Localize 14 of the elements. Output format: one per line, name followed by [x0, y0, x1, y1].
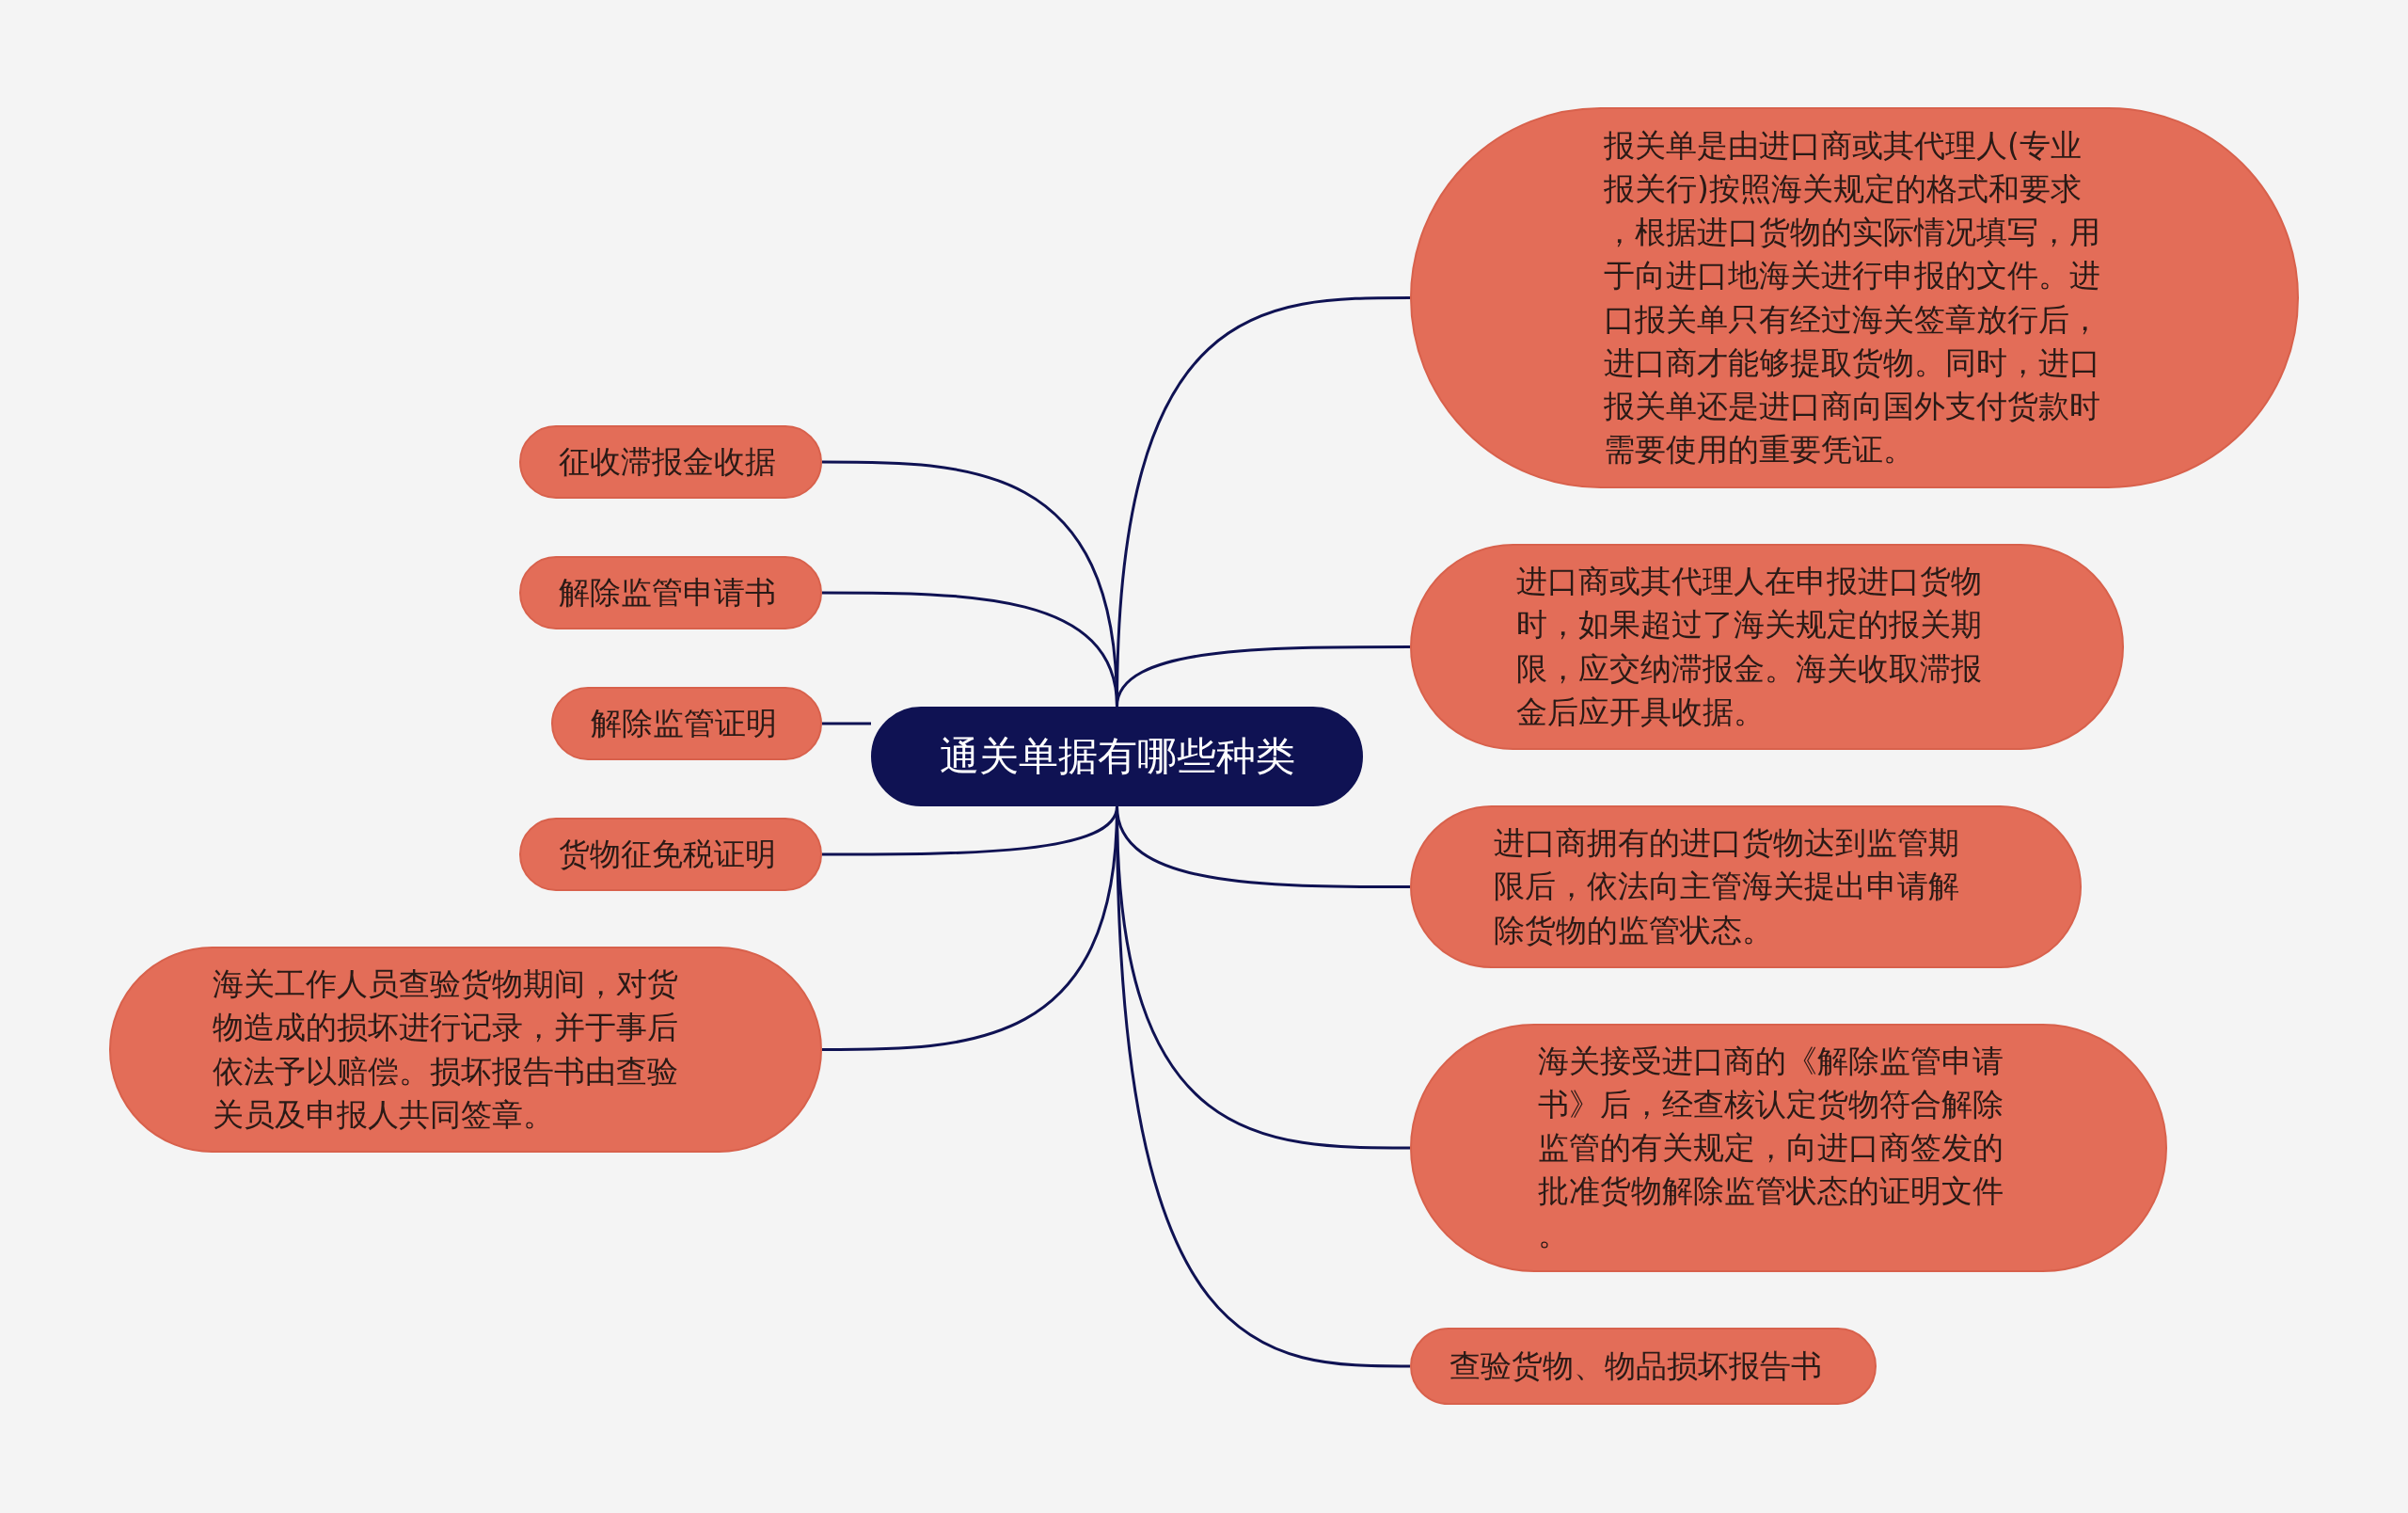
topic-title: 通关单据有哪些种类	[939, 731, 1295, 781]
node-text: 进口商拥有的进口货物达到监管期限后，依法向主管海关提出申请解除货物的监管状态。	[1494, 823, 1960, 950]
node-text: 进口商或其代理人在申报进口货物时，如果超过了海关规定的报关期限，应交纳滞报金。海关收取滞报金后应开具收据。	[1516, 562, 1983, 732]
node-text: 海关接受进口商的《解除监管申请书》后，经查核认定货物符合解除监管的有关规定，向进口商签发的批准货物解除监管状态的证明文件。	[1538, 1041, 2004, 1255]
connector-line	[822, 722, 871, 725]
node-text: 报关单是由进口商或其代理人(专业报关行)按照海关规定的格式和要求，根据进口货物的实际情况填写，用于向进口地海关进行申报的文件。进口报关单只有经过海关签章放行后，进口商才能够提取货物。同时，进口报关单还是进口商向国外支付货款时需要使用的重要凭证。	[1604, 125, 2101, 470]
node-text: 征收滞报金收据	[559, 441, 776, 482]
node-text: 货物征免税证明	[559, 834, 776, 874]
node-text: 解除监管申请书	[559, 572, 776, 613]
node-text: 解除监管证明	[591, 703, 777, 743]
connector-line	[822, 591, 1118, 708]
node-text: 查验货物、物品损坏报告书	[1450, 1346, 1822, 1386]
connector-line	[822, 805, 1118, 1051]
node-text: 海关工作人员查验货物期间，对货物造成的损坏进行记录，并于事后依法予以赔偿。损坏报告书由查验关员及申报人共同签章。	[213, 964, 679, 1135]
